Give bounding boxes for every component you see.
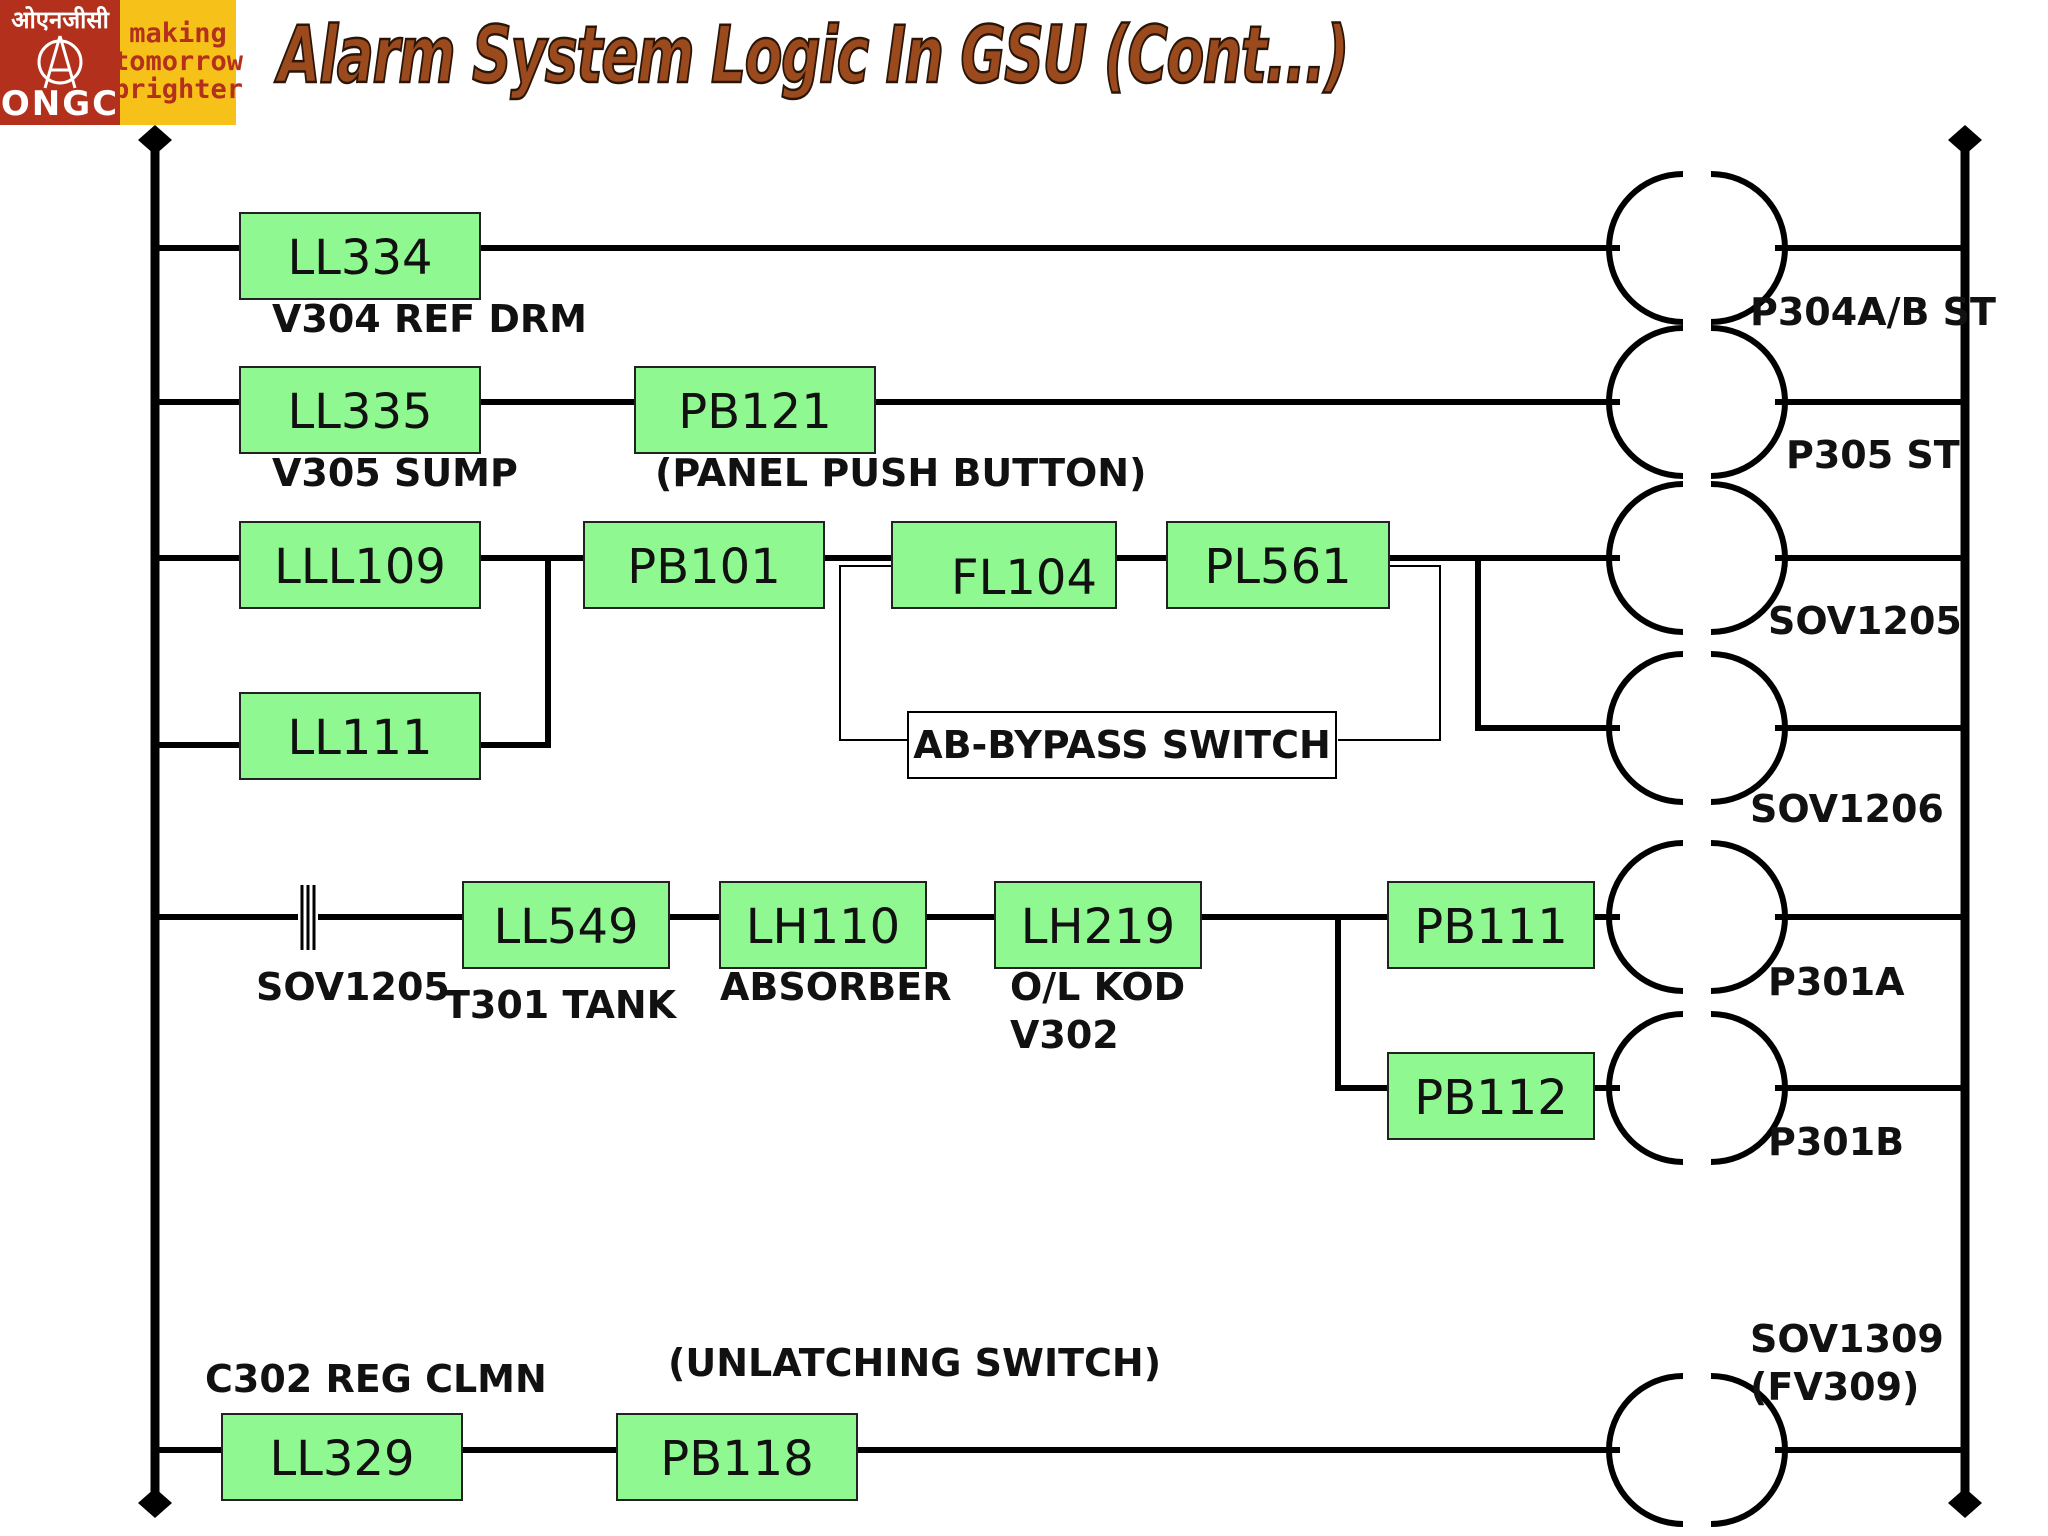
output-sov1205: SOV1205 (1768, 599, 1962, 643)
coil-sov1309-right-arc (1710, 1373, 1788, 1527)
ongc-logo: ओएनजीसी ONGC making tomorrow brighter (0, 0, 244, 125)
label-v305: V305 SUMP (272, 451, 518, 495)
box-pb111 (1387, 881, 1595, 969)
coil-p301b-right-arc (1710, 1011, 1788, 1165)
bypass-switch-box (907, 711, 1337, 779)
box-ll334 (239, 212, 481, 300)
logo-tagline-2: tomorrow (113, 46, 244, 77)
coil-sov1309 (1606, 1373, 1788, 1527)
rail-terminals (138, 125, 1982, 1518)
coil-p305-right-arc (1710, 325, 1788, 479)
coil-p305 (1606, 325, 1788, 479)
contact-ll111: LL111 (287, 710, 432, 766)
labels: V304 REF DRM V305 SUMP (PANEL PUSH BUTTO… (205, 297, 1331, 1401)
coil-p304-left-arc (1606, 171, 1684, 325)
label-t301: T301 TANK (444, 983, 678, 1027)
label-sov1205-contact: SOV1205 (256, 965, 450, 1009)
box-pb121 (634, 366, 876, 454)
box-lh219 (994, 881, 1202, 969)
output-p301a: P301A (1768, 960, 1905, 1004)
box-pl561 (1166, 521, 1390, 609)
contact-pb112: PB112 (1414, 1070, 1568, 1126)
output-sov1206: SOV1206 (1750, 787, 1944, 831)
coil-p301a-left-arc (1606, 840, 1684, 994)
contact-fl104: FL104 (951, 550, 1097, 606)
left-rail-bottom-terminal (138, 1488, 172, 1518)
coil-sov1309-left-arc (1606, 1373, 1684, 1527)
box-ll549 (462, 881, 670, 969)
label-bypass-switch: AB-BYPASS SWITCH (913, 723, 1331, 767)
box-pb101 (583, 521, 825, 609)
box-ll111 (239, 692, 481, 780)
coil-p301b-left-arc (1606, 1011, 1684, 1165)
coil-sov1205-left-arc (1606, 481, 1684, 635)
logo-yellow-panel (120, 0, 236, 125)
contact-boxes (221, 212, 1595, 1501)
label-panel-push: (PANEL PUSH BUTTON) (655, 451, 1146, 495)
contact-ll549: LL549 (493, 899, 638, 955)
coil-p301a-right-arc (1710, 840, 1788, 994)
coil-p301b (1606, 1011, 1788, 1165)
bypass-wire (839, 565, 1441, 741)
label-unlatching: (UNLATCHING SWITCH) (668, 1341, 1161, 1385)
output-labels: P304A/B ST P305 ST SOV1205 SOV1206 P301A… (1750, 290, 1996, 1409)
output-p305: P305 ST (1786, 433, 1960, 477)
right-rail-bottom-terminal (1948, 1488, 1982, 1518)
sov1205-nc-contact (298, 885, 318, 950)
page-title: Alarm System Logic In GSU (Cont...) (274, 11, 1348, 101)
contact-ll335: LL335 (287, 384, 432, 440)
contact-ll329: LL329 (269, 1431, 414, 1487)
oil-rig-icon (37, 35, 83, 89)
label-olkod-1: O/L KOD (1010, 965, 1185, 1009)
logo-red-panel (0, 0, 120, 125)
coil-sov1205 (1606, 481, 1788, 635)
coil-sov1206 (1606, 651, 1788, 805)
box-ll335 (239, 366, 481, 454)
coil-sov1206-left-arc (1606, 651, 1684, 805)
contact-pb118: PB118 (660, 1431, 814, 1487)
right-rail-top-terminal (1948, 125, 1982, 155)
box-lh110 (719, 881, 927, 969)
contact-lll109: LLL109 (274, 539, 446, 595)
logo-name: ONGC (1, 84, 119, 124)
box-lll109 (239, 521, 481, 609)
contact-pb111: PB111 (1414, 899, 1568, 955)
coil-p301a (1606, 840, 1788, 994)
box-ll329 (221, 1413, 463, 1501)
logo-tagline-3: brighter (113, 74, 243, 105)
contact-pl561: PL561 (1204, 539, 1351, 595)
coil-sov1206-right-arc (1710, 651, 1788, 805)
logo-tagline-1: making (129, 18, 227, 49)
box-pb118 (616, 1413, 858, 1501)
box-fl104 (891, 521, 1117, 609)
output-sov1309: SOV1309 (1750, 1317, 1944, 1361)
contact-lh219: LH219 (1021, 899, 1175, 955)
left-rail-top-terminal (138, 125, 172, 155)
label-olkod-2: V302 (1010, 1013, 1119, 1057)
label-v304: V304 REF DRM (272, 297, 587, 341)
label-absorber: ABSORBER (720, 965, 952, 1009)
box-texts: LL334 LL335 PB121 LLL109 LL111 PB101 FL1… (269, 230, 1567, 1487)
contact-pb101: PB101 (627, 539, 781, 595)
contact-ll334: LL334 (287, 230, 432, 286)
coil-sov1205-right-arc (1710, 481, 1788, 635)
coil-p304-right-arc (1710, 171, 1788, 325)
label-c302: C302 REG CLMN (205, 1357, 547, 1401)
output-coils (1606, 171, 1788, 1527)
contact-pb121: PB121 (678, 384, 832, 440)
power-rails (150, 140, 1970, 1500)
logo-hindi-text: ओएनजीसी (11, 6, 109, 34)
output-p301b: P301B (1768, 1120, 1904, 1164)
box-pb112 (1387, 1052, 1595, 1140)
coil-p304 (1606, 171, 1788, 325)
output-p304: P304A/B ST (1750, 290, 1996, 334)
contact-lh110: LH110 (746, 899, 900, 955)
coil-p305-left-arc (1606, 325, 1684, 479)
output-fv309: (FV309) (1750, 1365, 1919, 1409)
